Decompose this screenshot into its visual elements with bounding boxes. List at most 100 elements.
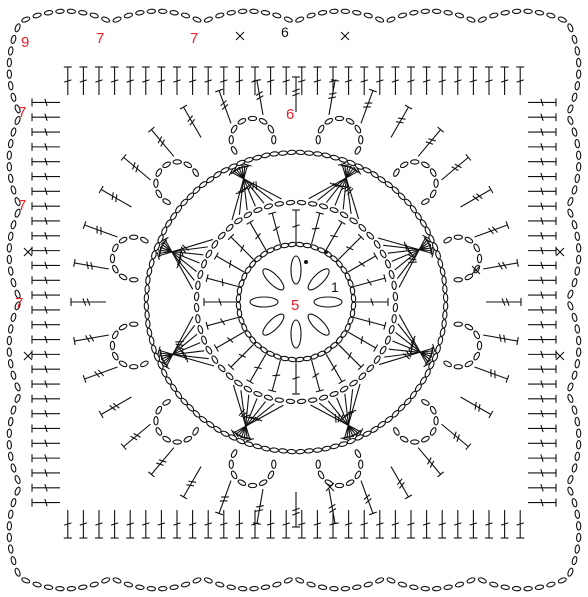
chain-stitch: [295, 16, 304, 23]
double-crochet-top: [374, 345, 378, 352]
chain-stitch: [454, 235, 462, 239]
chain-stitch: [424, 226, 431, 235]
chain-stitch: [220, 167, 229, 174]
chain-stitch: [237, 117, 246, 125]
chain-stitch: [7, 151, 12, 160]
chain-stitch: [308, 398, 317, 403]
chain-stitch: [230, 146, 238, 155]
chain-stitch: [574, 81, 580, 90]
chain-stitch: [238, 586, 247, 591]
double-crochet-bar: [255, 510, 263, 512]
chain-stitch: [111, 243, 119, 252]
double-crochet-top: [247, 220, 254, 224]
chain-stitch: [244, 329, 252, 338]
chain-stitch: [442, 285, 447, 294]
chain-stitch: [8, 46, 14, 55]
chain-stitch: [330, 586, 339, 591]
chain-stitch: [435, 344, 441, 353]
chain-stitch: [306, 12, 315, 18]
chain-stitch: [112, 16, 121, 23]
double-crochet-bar: [221, 101, 227, 106]
chain-stitch: [217, 364, 226, 373]
chain-stitch: [236, 159, 245, 166]
chain-stitch: [308, 201, 317, 206]
chain-stitch: [286, 200, 295, 205]
chain-stitch: [421, 586, 430, 591]
chain-stitch: [248, 116, 256, 120]
chain-stitch: [192, 577, 201, 584]
double-crochet-top: [489, 411, 493, 418]
chain-stitch: [398, 581, 407, 587]
chain-stitch: [421, 161, 430, 169]
chain-stitch: [78, 10, 87, 16]
chain-stitch: [567, 301, 574, 310]
chain-stitch: [322, 152, 331, 158]
chain-stitch: [512, 586, 521, 591]
round-label-7-left-3: 7: [15, 295, 23, 312]
chain-stitch: [335, 335, 343, 344]
chain-stitch: [411, 160, 419, 164]
round-label-5: 5: [291, 297, 299, 314]
chain-stitch: [364, 12, 373, 18]
chain-stitch: [444, 10, 453, 16]
chain-stitch: [259, 346, 268, 354]
chain-stitch: [264, 203, 273, 210]
chain-stitch: [576, 58, 581, 67]
chain-stitch: [349, 217, 358, 225]
chain-stitch: [287, 449, 296, 454]
chain-stitch: [259, 250, 268, 258]
chain-stitch: [14, 475, 21, 484]
chain-stitch: [576, 255, 581, 264]
chain-stitch: [296, 150, 305, 155]
chain-stitch: [455, 12, 464, 18]
chain-stitch: [473, 243, 481, 252]
chain-stitch: [230, 470, 238, 479]
chain-stitch: [379, 345, 387, 354]
chain-stitch: [489, 581, 498, 587]
chain-stitch: [10, 185, 16, 194]
chain-stitch: [151, 344, 157, 353]
chain-stitch: [428, 234, 435, 243]
chain-stitch: [354, 434, 363, 441]
chain-stitch: [67, 9, 76, 14]
chain-stitch: [338, 157, 347, 163]
chain-stitch: [421, 435, 430, 443]
chain-stitch: [110, 254, 114, 262]
chain-stitch: [170, 10, 179, 16]
chain-stitch: [7, 522, 12, 531]
chain-stitch: [464, 360, 473, 368]
chain-stitch: [571, 35, 577, 44]
chain-stitch: [253, 155, 262, 161]
chain-stitch: [524, 9, 533, 14]
double-crochet-bar: [95, 372, 100, 378]
double-crochet-top: [180, 105, 187, 109]
chain-stitch: [8, 324, 14, 333]
chain-stitch: [574, 510, 580, 519]
chain-stitch: [8, 510, 14, 519]
chain-stitch: [571, 313, 577, 322]
chain-stitch: [144, 302, 149, 311]
chain-stitch: [8, 81, 14, 90]
chain-stitch: [130, 365, 138, 369]
double-crochet-bar: [176, 344, 184, 345]
chain-stitch: [78, 584, 87, 590]
chain-stitch: [571, 405, 577, 414]
chain-stitch: [10, 371, 16, 380]
chain-stitch: [473, 351, 481, 360]
chain-stitch: [524, 586, 533, 591]
chain-stitch: [7, 440, 12, 449]
petal-chain: [291, 256, 301, 284]
double-crochet-bar: [364, 494, 370, 499]
double-crochet-top: [99, 186, 103, 193]
chain-stitch: [130, 235, 138, 239]
chain-stitch: [409, 10, 418, 16]
chain-stitch: [130, 322, 138, 326]
chain-stitch: [347, 437, 356, 444]
chain-stitch: [147, 586, 156, 591]
chain-stitch: [297, 399, 306, 404]
chain-stitch: [227, 584, 236, 590]
chain-stitch: [443, 360, 452, 368]
chain-stitch: [335, 116, 343, 120]
chain-stitch: [339, 385, 348, 393]
chain-stitch: [345, 479, 354, 487]
